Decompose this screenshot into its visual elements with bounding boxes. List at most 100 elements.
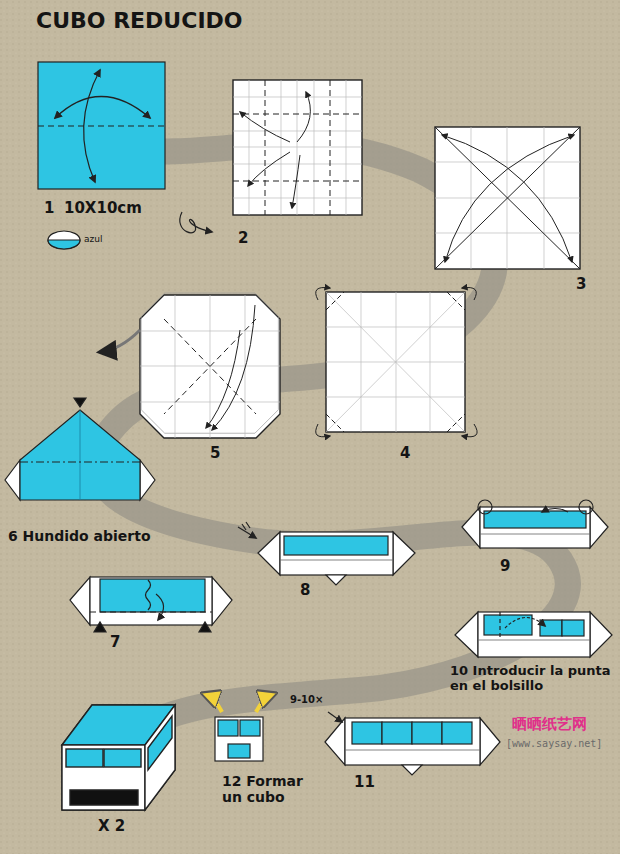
step-5-figure-part — [140, 295, 280, 438]
step-11-figure-part — [325, 718, 345, 765]
step-4-figure-part-part — [326, 292, 465, 432]
step-8-figure-part — [284, 536, 388, 555]
step-3-figure-part — [445, 135, 574, 262]
step-11-figure-part — [352, 722, 382, 744]
step-7-figure-part — [70, 577, 90, 625]
step-5-figure-part-part — [140, 402, 280, 403]
step-4-figure-part-part — [447, 414, 465, 432]
step-6-figure-part — [5, 460, 20, 500]
step-number: 11 — [354, 774, 375, 791]
step-2-figure-part-part — [265, 80, 266, 215]
step-number: 4 — [400, 445, 410, 462]
step-9-figure-part — [590, 507, 608, 548]
step-5-figure-part-part — [164, 319, 256, 414]
step-8-figure-part — [326, 575, 346, 585]
step-10-figure-part — [455, 612, 478, 657]
repeat-note: 9-10× — [290, 694, 323, 706]
step-caption: 10 Introducir la punta en el bolsillo — [450, 664, 616, 694]
step-number: 8 — [300, 582, 310, 599]
step-12-figure-part — [218, 720, 238, 736]
step-2-figure — [233, 80, 362, 215]
step-2-figure-part-part — [233, 198, 362, 199]
step-7-figure-part — [156, 594, 164, 620]
step-6-figure — [5, 398, 155, 500]
step-3-figure — [435, 127, 580, 269]
step-2-figure-part-part — [233, 97, 362, 98]
finished-box-figure — [62, 705, 175, 810]
step-3-figure-part — [442, 135, 572, 262]
step-9-figure — [462, 500, 608, 548]
step-caption: 12 Formar un cubo — [222, 773, 322, 805]
step-number: 5 — [210, 445, 220, 462]
step-7-figure-part — [212, 577, 232, 625]
step-2-figure-part-part — [330, 80, 331, 215]
step-10-figure-part — [478, 640, 590, 641]
step-number: 1 — [44, 200, 54, 217]
step-1-figure-part — [84, 70, 100, 182]
step-8-figure-part — [246, 522, 250, 528]
step-2-figure-part — [233, 80, 362, 215]
step-3-figure-part-part — [435, 233, 580, 234]
step-11-figure — [325, 712, 500, 775]
step-3-figure-part — [435, 127, 580, 269]
diagram-title: CUBO REDUCIDO — [36, 8, 243, 33]
step-11-figure-part — [480, 718, 500, 765]
step-2-figure-part — [233, 80, 362, 215]
step-10-figure — [455, 612, 612, 657]
step-2-figure-part-part — [314, 80, 315, 215]
step-11-figure-part — [328, 712, 342, 722]
step-4-figure-part-part — [326, 414, 344, 432]
step-7-figure — [70, 577, 232, 632]
step-2-figure-part-part — [346, 80, 347, 215]
step-7-figure-part — [146, 580, 151, 610]
step-9-figure-part — [462, 507, 480, 548]
step-2-figure-part-part — [281, 80, 282, 215]
step-4-figure-part-part — [326, 327, 465, 328]
step-7-figure-part — [94, 622, 106, 632]
step-8-figure-part — [280, 532, 393, 575]
step-2-figure-part — [297, 92, 310, 142]
step-2-figure-part-part — [233, 164, 362, 165]
step-7-figure-part — [199, 622, 211, 632]
step-1-figure-part — [48, 231, 80, 249]
step-10-figure-part — [499, 612, 500, 640]
step-2-figure-part-part — [297, 80, 298, 215]
step-6-figure-part — [20, 410, 140, 500]
paper-size: 10X10cm — [64, 200, 142, 217]
step-number: 7 — [110, 634, 120, 651]
step-10-figure-part — [505, 617, 545, 628]
step-caption: 6 Hundido abierto — [8, 528, 208, 544]
step-3-figure-part — [435, 127, 580, 269]
step-number: 2 — [238, 230, 248, 247]
step-4-figure-part — [316, 424, 330, 437]
step-12-figure-part — [240, 720, 260, 736]
step-8-figure-part — [393, 532, 415, 575]
step-2-figure-part — [233, 80, 362, 215]
step-3-figure-part-part — [435, 162, 580, 163]
color-note: azul — [84, 234, 102, 244]
step-1-figure-part — [180, 212, 212, 233]
step-4-figure-part — [316, 288, 330, 301]
step-4-figure-part — [326, 292, 465, 432]
watermark-url: [www.saysay.net] — [506, 738, 602, 750]
quantity-note: X 2 — [98, 818, 125, 835]
step-11-figure-part — [382, 722, 412, 744]
step-8-figure-part — [238, 527, 256, 538]
step-4-figure-part-part — [326, 397, 465, 398]
step-10-figure-part — [562, 620, 584, 636]
watermark: 晒晒纸艺网 — [512, 716, 587, 733]
step-3-figure-part — [435, 127, 580, 269]
step-number: 9 — [500, 558, 510, 575]
step-1-figure-part — [38, 62, 165, 189]
step-6-figure-part — [80, 410, 81, 500]
step-9-figure-part — [579, 500, 593, 514]
step-5-figure-part-part — [164, 319, 256, 414]
step-2-figure-part-part — [233, 131, 362, 132]
step-6-figure-part — [140, 460, 155, 500]
step-5-figure-part — [100, 330, 140, 352]
step-2-figure-part-part — [233, 147, 362, 148]
step-12-figure-part — [215, 717, 263, 761]
step-8-figure-part — [280, 560, 393, 561]
step-4-figure-part — [462, 288, 476, 301]
